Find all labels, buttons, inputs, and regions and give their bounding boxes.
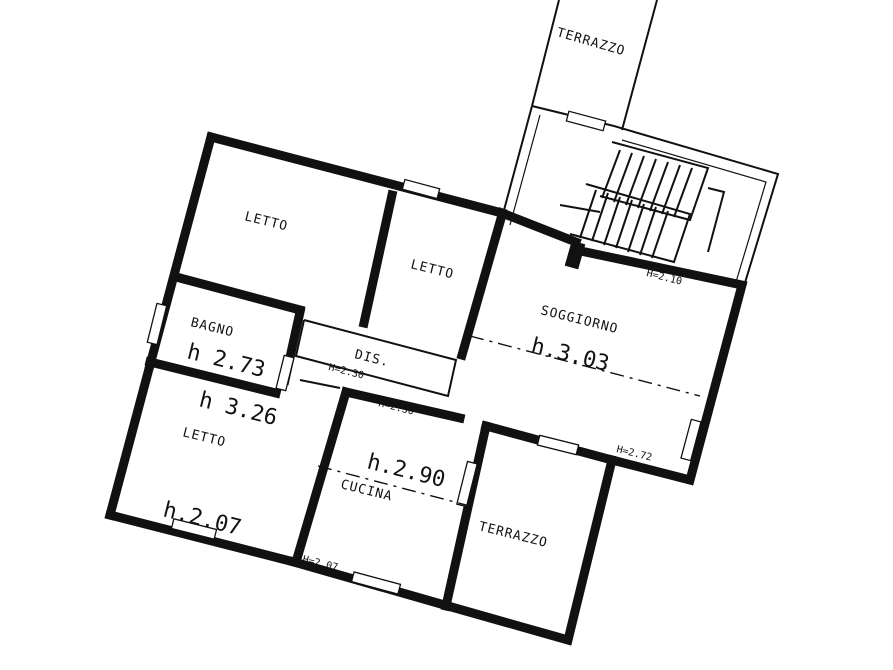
room-label-soggiorno: SOGGIORNO xyxy=(539,303,620,337)
section-lines xyxy=(317,335,701,507)
height-dis: H=2.30 xyxy=(327,362,365,381)
room-label-terrazzo-bottom: TERRAZZO xyxy=(477,519,549,551)
room-label-cucina: CUCINA xyxy=(339,477,394,504)
room-label-letto-left: LETTO xyxy=(243,209,289,234)
room-label-terrazzo-top: TERRAZZO xyxy=(555,25,627,59)
room-label-dis: DIS. xyxy=(353,347,391,370)
room-label-letto-bottom: LETTO xyxy=(181,425,227,450)
staircase xyxy=(559,141,726,270)
windows xyxy=(146,110,702,595)
room-label-letto-mid: LETTO xyxy=(409,257,455,282)
room-label-bagno: BAGNO xyxy=(189,315,235,340)
top-terrace-area xyxy=(499,0,780,287)
height-soggiorno-main: h.3.03 xyxy=(529,334,612,377)
